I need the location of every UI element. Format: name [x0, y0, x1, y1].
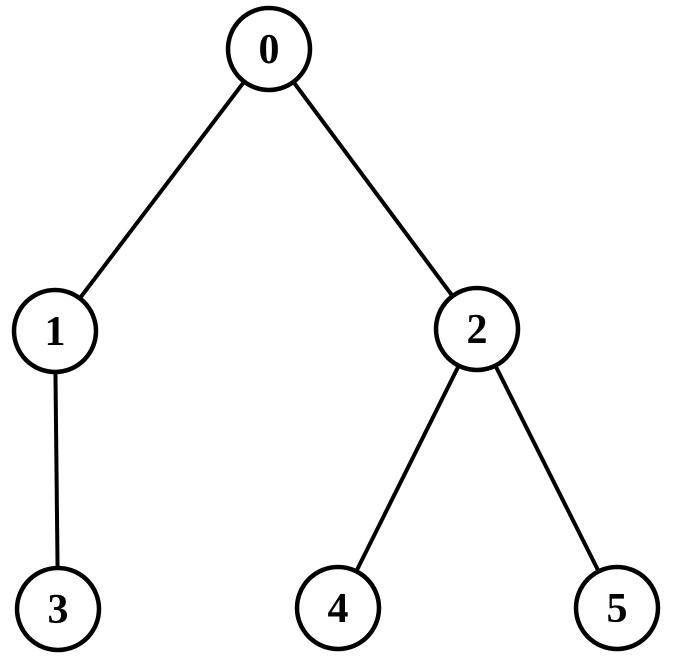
tree-edge-2-5	[475, 328, 619, 609]
tree-edge-1-3	[53, 330, 60, 610]
tree-node-2: 2	[433, 285, 521, 373]
tree-node-5: 5	[573, 564, 661, 652]
tree-node-0: 0	[225, 5, 313, 93]
tree-edge-2-4	[336, 328, 479, 609]
tree-node-4: 4	[294, 564, 382, 652]
tree-node-circle-3	[14, 565, 102, 653]
tree-node-label-1: 1	[45, 309, 66, 355]
tree-node-circle-0	[225, 5, 313, 93]
tree-node-label-4: 4	[328, 586, 349, 632]
tree-node-circle-4	[294, 564, 382, 652]
tree-node-label-3: 3	[48, 587, 69, 633]
tree-node-label-2: 2	[467, 307, 488, 353]
tree-node-3: 3	[14, 565, 102, 653]
tree-node-circle-1	[11, 287, 99, 375]
tree-node-circle-5	[573, 564, 661, 652]
tree-node-circle-2	[433, 285, 521, 373]
tree-edge-0-1	[53, 47, 271, 333]
tree-node-1: 1	[11, 287, 99, 375]
tree-edge-0-2	[267, 47, 479, 331]
tree-node-label-5: 5	[607, 586, 628, 632]
tree-node-label-0: 0	[259, 27, 280, 73]
